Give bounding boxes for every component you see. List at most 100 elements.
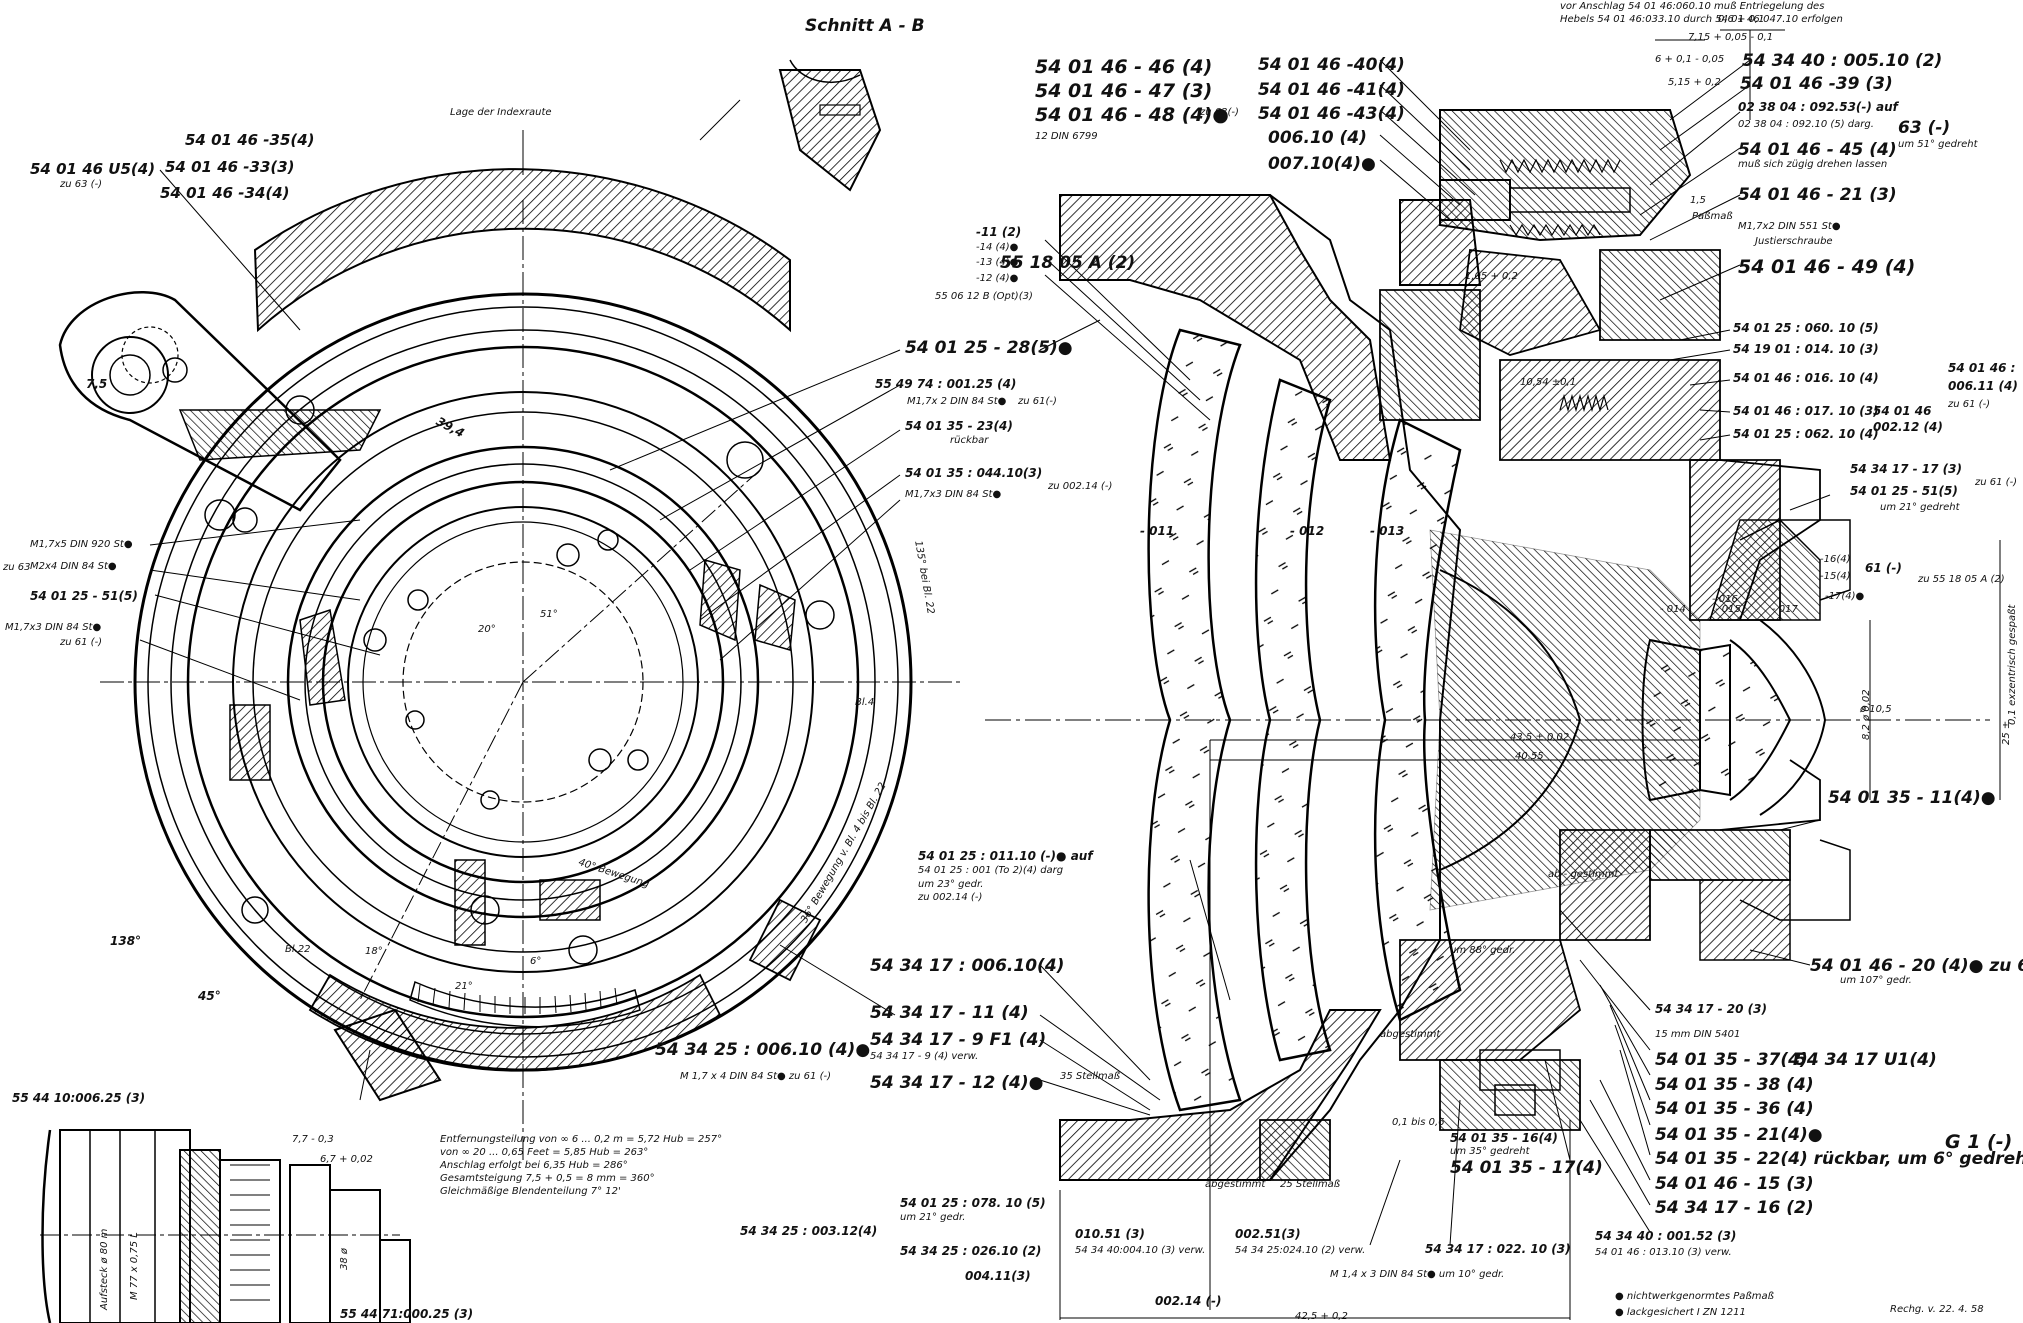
part-r-justier: Justierschraube [1755,236,1833,247]
part-rG1: G 1 (-) [1945,1131,2013,1153]
part-5434-006: 54 34 25 : 006.10 (4)● [655,1040,871,1060]
part-002-51b: 54 34 25:024.10 (2) verw. [1235,1245,1366,1256]
dim-6: 6° [530,956,542,967]
part-13: -13 (4)● [976,257,1019,268]
part-r21b: 54 01 35 - 21(4)● [1655,1125,1823,1145]
part-r5419: 54 19 01 : 014. 10 (3) [1733,342,1879,356]
legend-2: ● lackgesichert I ZN 1211 [1615,1307,1746,1318]
part-r15: -15(4) [1820,571,1851,582]
part-011d: zu 002.14 (-) [918,892,983,903]
lens-014: - 014 [1660,604,1686,615]
part-r41: 54 01 46 -41(4) [1258,80,1405,100]
part-002-51: 002.51(3) [1235,1227,1301,1241]
lens-012: - 012 [1290,524,1325,538]
part-1711: 54 34 17 - 11 (4) [870,1003,1029,1023]
part-12din: 12 DIN 6799 [1035,131,1098,142]
index-label: Lage der Indexraute [450,107,552,118]
label-m17x5: M1,7x5 DIN 920 St● [30,539,133,550]
um88: um 88° gedr. [1450,945,1516,956]
part-r017: 54 01 46 : 017. 10 (3) [1733,404,1879,418]
part-006: 54 34 17 : 006.10(4) [870,956,1065,976]
part-28: 54 01 25 - 28(5)● [905,338,1073,358]
part-r35-16: 54 01 35 - 16(4) [1450,1131,1558,1145]
part-r001: 54 34 40 : 001.52 (3) [1595,1229,1737,1243]
dim-67: 6,7 + 0,02 [320,1154,373,1165]
label-u5: 54 01 46 U5(4) [30,160,156,178]
note-5: Gleichmäßige Blendenteilung 7° 12' [440,1186,621,1197]
part-011b: 54 01 25 : 001 (To 2)(4) darg [918,865,1064,876]
part-r21: 54 01 46 - 21 (3) [1738,185,1897,205]
aufsteck: Aufsteck ø 80 m [99,1228,110,1310]
part-r00212b: 002.12 (4) [1873,420,1943,434]
part-044: 54 01 35 : 044.10(3) [905,466,1043,480]
label-m2x4: M2x4 DIN 84 St● [30,561,117,572]
part-002-14: 002.14 (-) [1155,1294,1222,1308]
part-m17x4: M 1,7 x 4 DIN 84 St● zu 61 (-) [680,1071,831,1082]
part-m17x2: M1,7x 2 DIN 84 St● [907,396,1007,407]
part-zu61: zu 61(-) [1018,396,1057,407]
part-r63b: um 51° gedreht [1898,139,1978,150]
bl4: Bl.4 [855,697,875,708]
label-zu61: zu 61 (-) [60,637,103,648]
bl22: Bl.22 [285,944,311,955]
part-11: -11 (2) [976,225,1022,239]
part-5434-003: 54 34 25 : 003.12(4) [740,1224,878,1238]
part-r40: 54 01 46 -40(4) [1258,55,1405,75]
dim-1054: 10,54 ±0,1 [1520,377,1577,388]
part-14: -14 (4)● [976,242,1019,253]
abgestimmt-2: abgestimmt [1380,1029,1441,1040]
dim-6: 6 + 0,1 - 0,05 [1655,54,1725,65]
dim-45: 45° [198,989,221,1003]
label-35: 54 01 46 -35(4) [185,131,315,149]
part-m17x3: M1,7x3 DIN 84 St● [905,489,1002,500]
part-r-zu61: zu 61 (-) [1975,477,2018,488]
part-r062: 54 01 25 : 062. 10 (4) [1733,427,1879,441]
dim-75: 7,5 [86,377,108,391]
part-r00611b: 006.11 (4) [1948,379,2018,393]
part-010: 010.51 (3) [1075,1227,1145,1241]
part-r17-16: 54 34 17 - 16 (2) [1655,1198,1814,1218]
label-zu63: zu 63 [3,562,31,573]
lens-013: - 013 [1370,524,1405,538]
part-r00212a: 54 01 46 [1873,404,1932,418]
part-r-m14: M 1,4 x 3 DIN 84 St● um 10° gedr. [1330,1269,1505,1280]
part-r45: 54 01 46 - 45 (4) [1738,140,1897,160]
part-r00611c: zu 61 (-) [1948,399,1991,410]
part-12b: -12 (4)● [976,273,1019,284]
part-r63: 63 (-) [1898,118,1951,138]
part-r17: -17(4)● [1825,591,1865,602]
label-m17x3: M1,7x3 DIN 84 St● [5,622,102,633]
top-note-2: Hebels 54 01 46:033.10 durch 54 01 46:04… [1560,14,1843,25]
part-r006: 006.10 (4) [1268,128,1367,148]
cross-section [985,29,2001,1320]
part-5506: 55 06 12 B (Opt)(3) [935,291,1033,302]
part-179f1: 54 34 17 - 9 F1 (4) [870,1030,1047,1050]
part-r016: 54 01 46 : 016. 10 (4) [1733,371,1879,385]
part-abgest: ab - gestimmt [1548,869,1619,880]
note-3: Anschlag erfolgt bei 6,35 Hub = 286° [440,1160,628,1171]
part-46: 54 01 46 - 46 (4) [1035,56,1213,78]
part-5518: 55 18 05 A (2) [1000,253,1136,273]
part-r5434-005: 54 34 40 : 005.10 (2) [1742,51,1943,71]
part-r-m17x2: M1,7x2 DIN 551 St● [1738,221,1841,232]
label-5107: 54 01 25 - 51(5) [30,589,138,603]
dim-51: 51° [540,609,558,620]
part-011a: 54 01 25 : 011.10 (-)● auf [918,849,1093,863]
part-r45b: muß sich zügig drehen lassen [1738,159,1888,170]
side-view [40,1129,411,1323]
part-r17-17: 54 34 17 - 17 (3) [1850,462,1962,476]
part-r022: 54 34 17 : 022. 10 (3) [1425,1242,1571,1256]
dim-138: 138° [110,934,142,948]
part-r38: 54 01 35 - 38 (4) [1655,1075,1814,1095]
part-47: 54 01 46 - 47 (3) [1035,80,1213,102]
part-23b: rückbar [950,435,989,446]
part-5544b: 55 44 71:000.25 (3) [340,1307,474,1321]
lens-017: - 017 [1772,604,1798,615]
lens-015: - 015 [1715,604,1741,615]
front-view [58,59,960,1160]
part-23: 54 01 35 - 23(4) [905,419,1013,433]
lens-016: - 016 [1712,594,1738,605]
part-5434-026: 54 34 25 : 026.10 (2) [900,1244,1042,1258]
m77: M 77 x 0,75 L [129,1232,140,1300]
